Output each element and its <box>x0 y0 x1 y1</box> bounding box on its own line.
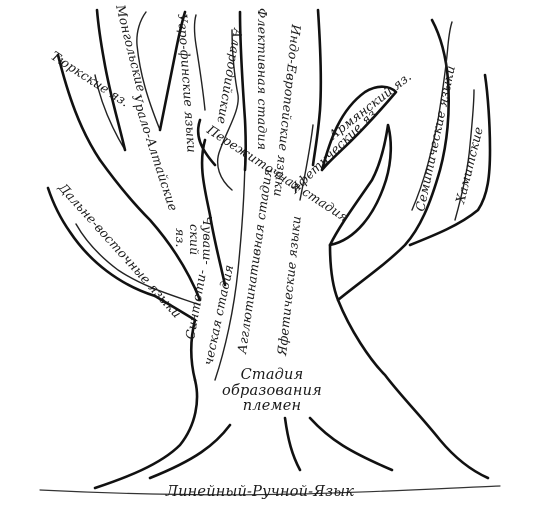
label-hamitic: Хамитские <box>452 125 486 206</box>
root-right <box>308 416 394 472</box>
branch-indo-european-inner <box>299 124 314 201</box>
trunk-left-edge <box>93 378 199 490</box>
label-chuvash: Чуваш- <box>200 216 215 265</box>
branch-turkic-inner <box>94 74 126 151</box>
branch-alarodian-left <box>196 118 217 167</box>
branch-ural-altaic <box>98 158 202 302</box>
branch-semitic-outer <box>336 18 451 302</box>
label-japhetic-branch: Яфетические яз. <box>286 103 382 197</box>
label-chuvash-2: ский <box>187 224 202 255</box>
label-inflective-stage: Флективная стадия <box>255 8 270 150</box>
branch-hamitic-outer <box>408 73 492 247</box>
branch-far-eastern-inner <box>75 223 201 306</box>
branch-turkic <box>56 53 102 162</box>
label-tribe-formation-2: образования <box>222 383 322 399</box>
label-turkic: Тюркские яз. <box>48 48 132 110</box>
left-limb-outer <box>153 294 197 382</box>
label-japhetic-languages: Яфетические языки <box>274 215 304 357</box>
branch-chuvash <box>200 138 227 287</box>
label-tribe-formation-1: Стадия <box>241 367 304 383</box>
trunk-center-top <box>238 10 248 172</box>
branch-mongolian <box>95 8 127 152</box>
branch-armenian <box>320 85 398 172</box>
ground-line <box>39 485 501 496</box>
label-synthetic-stage-1: Синтети- <box>182 268 209 340</box>
branch-alarodian-right <box>216 29 239 191</box>
label-chuvash-3: яз. <box>173 228 188 248</box>
label-finno-ugric: Угро-финские языки <box>175 13 200 153</box>
trunk-right-edge <box>328 243 490 480</box>
label-agglutinative-stage: Агглютинативная стадия <box>234 167 275 355</box>
branch-mongolian-inner <box>136 11 161 131</box>
branch-hamitic-inner <box>454 89 475 221</box>
branch-far-eastern <box>46 186 157 298</box>
label-tribe-formation-3: племен <box>243 398 302 414</box>
branch-indo-european <box>311 8 323 167</box>
root-left <box>148 423 232 480</box>
branch-finno-ugric <box>158 10 187 132</box>
label-root-caption: Линейный-Ручной-Язык <box>165 484 354 500</box>
trunk-inner-left <box>214 149 246 381</box>
label-ural-altaic: Урало-Алтайские <box>129 92 181 213</box>
branch-japhetic <box>328 123 393 247</box>
root-center <box>283 416 302 472</box>
branch-finno-ugric-inner <box>193 14 206 111</box>
branch-semitic-inner <box>411 21 453 211</box>
